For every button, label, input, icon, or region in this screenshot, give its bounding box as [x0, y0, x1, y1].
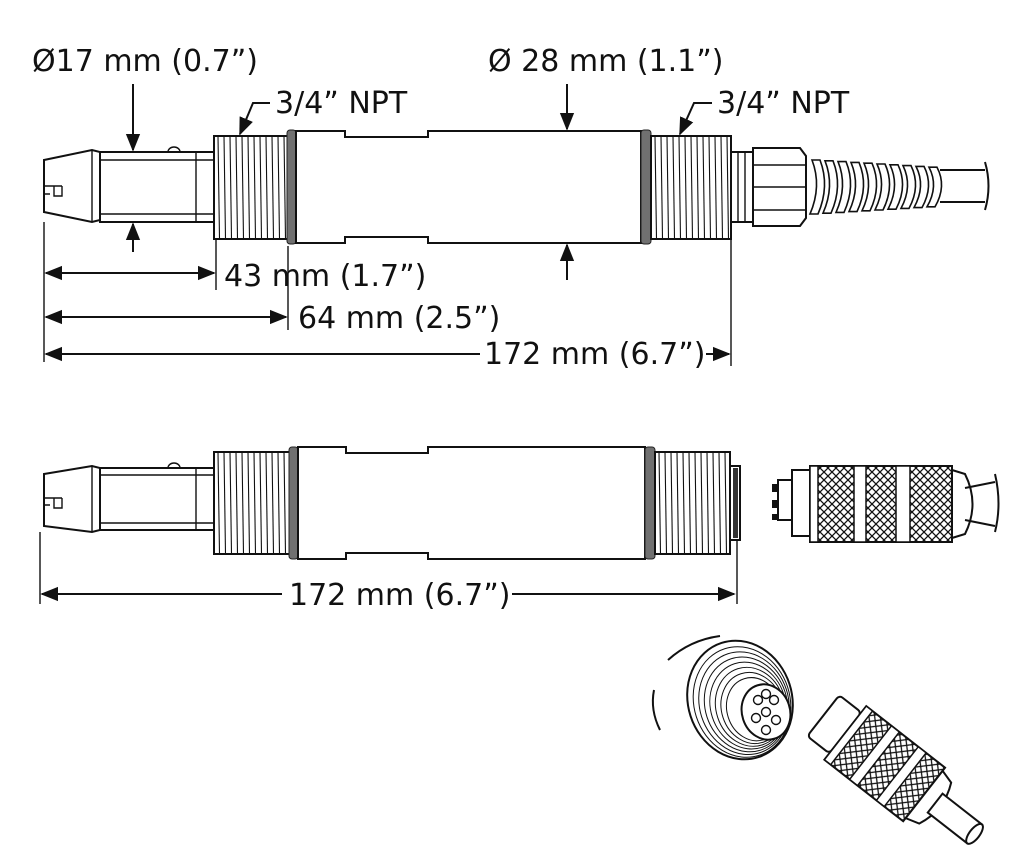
bottom-sensor-drawing [43, 446, 741, 560]
dim-172-top-label: 172 mm (6.7”) [484, 337, 705, 372]
diameter-large-label: Ø 28 mm (1.1”) [488, 44, 724, 79]
left-oring [286, 129, 297, 245]
socket-detail [651, 635, 794, 761]
npt-left-label: 3/4” NPT [275, 86, 408, 121]
small-body [99, 151, 217, 223]
diameter-small-label: Ø17 mm (0.7”) [32, 44, 258, 79]
top-sensor-drawing [43, 129, 990, 245]
npt-right-label: 3/4” NPT [717, 86, 850, 121]
plug-detail [807, 695, 984, 845]
cable-plug-side [772, 465, 1000, 543]
strain-relief-spring [808, 159, 943, 215]
main-body [295, 130, 642, 244]
cable [940, 169, 985, 203]
right-oring [640, 129, 652, 245]
cable-gland [730, 151, 754, 223]
left-thread [213, 135, 289, 240]
dim-172-bottom-label: 172 mm (6.7”) [289, 578, 510, 613]
dim-64-label: 64 mm (2.5”) [298, 301, 500, 336]
dim-43-label: 43 mm (1.7”) [224, 259, 426, 294]
